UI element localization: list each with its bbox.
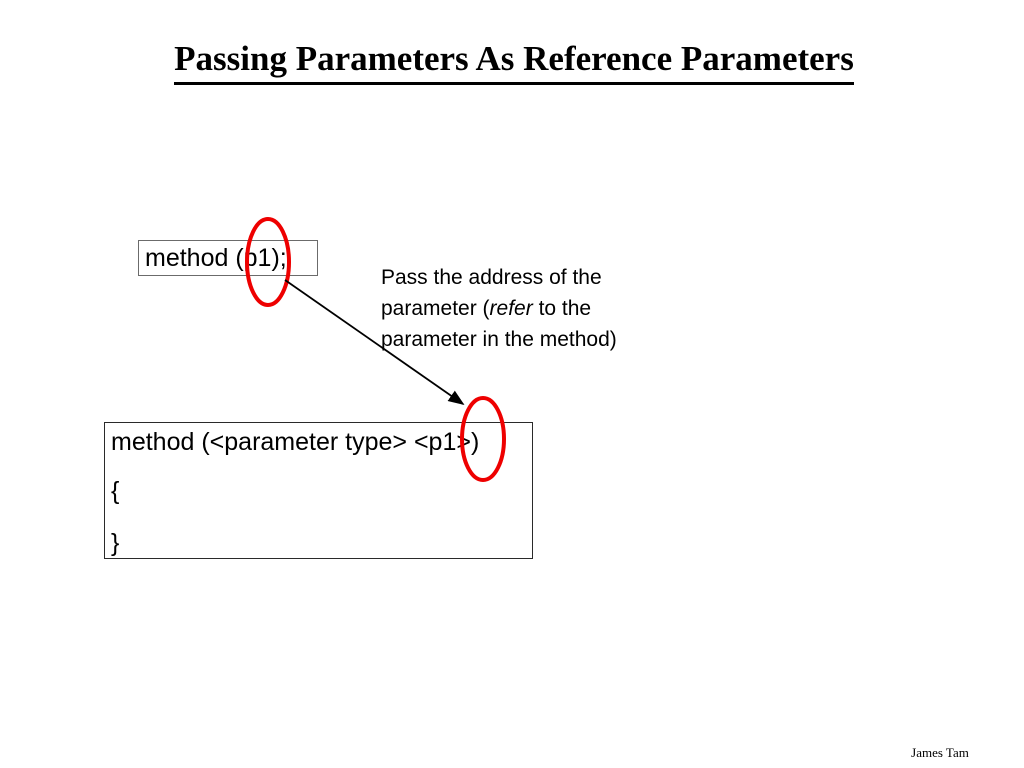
highlight-ellipse-call-param <box>245 217 291 307</box>
annotation-line-3: parameter in the method) <box>381 328 617 351</box>
reference-arrow <box>284 279 465 406</box>
method-definition-close-brace: } <box>111 529 120 557</box>
method-definition-open-brace: { <box>111 477 120 505</box>
page-title-text: Passing Parameters As Reference Paramete… <box>174 38 854 85</box>
method-call-code: method (p1); <box>145 244 287 272</box>
highlight-ellipse-definition-param <box>460 396 506 482</box>
annotation-line-2: parameter (refer to the <box>381 293 701 324</box>
method-definition-signature: method (<parameter type> <p1>) <box>111 428 480 456</box>
footer-credit: James Tam <box>911 745 969 760</box>
annotation-line-1: Pass the address of the <box>381 266 602 289</box>
annotation-line-2-suffix: to the <box>532 297 592 320</box>
annotation-line-2-prefix: parameter ( <box>381 297 490 320</box>
annotation-text: Pass the address of the parameter (refer… <box>381 262 701 355</box>
page-title: Passing Parameters As Reference Paramete… <box>119 38 909 85</box>
method-definition-box: method (<parameter type> <p1>) { } <box>104 422 533 559</box>
annotation-emphasis-refer: refer <box>489 297 533 320</box>
